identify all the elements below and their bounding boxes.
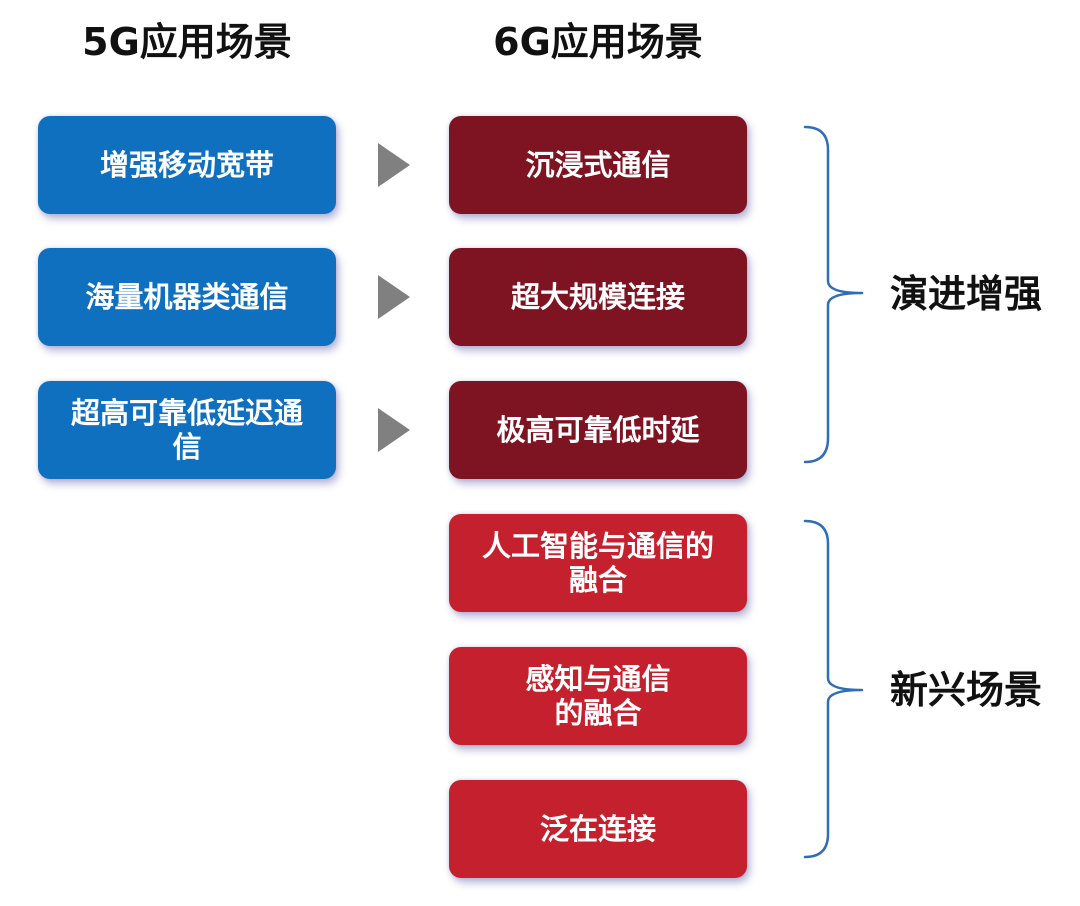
box-6g-massive-connectivity: 超大规模连接 <box>449 248 747 346</box>
box-5g-embb: 增强移动宽带 <box>38 116 336 214</box>
title-6g: 6G应用场景 <box>493 20 703 64</box>
box-6g-immersive: 沉浸式通信 <box>449 116 747 214</box>
arrow-right-icon <box>378 275 410 319</box>
arrow-right-icon <box>378 143 410 187</box>
box-6g-hrllc: 极高可靠低时延 <box>449 381 747 479</box>
brace-evolved <box>803 125 864 464</box>
box-5g-urllc: 超高可靠低延迟通 信 <box>38 381 336 479</box>
title-5g: 5G应用场景 <box>82 20 292 64</box>
arrow-right-icon <box>378 408 410 452</box>
box-6g-sensing-communication: 感知与通信 的融合 <box>449 647 747 745</box>
box-6g-ubiquitous-connectivity: 泛在连接 <box>449 780 747 878</box>
brace-emerging <box>803 519 864 859</box>
box-5g-mmtc: 海量机器类通信 <box>38 248 336 346</box>
group-label-evolved: 演进增强 <box>890 272 1043 316</box>
box-6g-ai-communication: 人工智能与通信的 融合 <box>449 514 747 612</box>
group-label-emerging: 新兴场景 <box>890 668 1043 712</box>
